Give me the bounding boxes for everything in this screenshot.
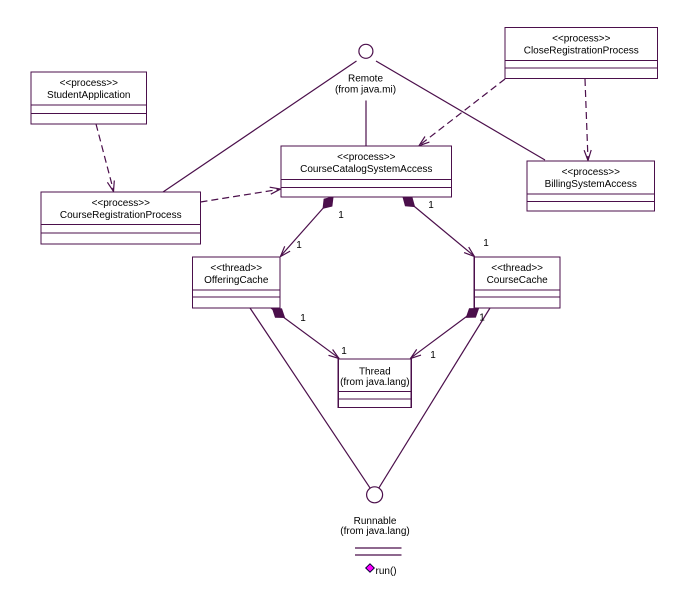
svg-text:(from java.lang): (from java.lang)	[340, 377, 409, 388]
svg-text:<<thread>>: <<thread>>	[491, 263, 543, 274]
svg-text:CourseRegistrationProcess: CourseRegistrationProcess	[60, 210, 182, 221]
svg-text:1: 1	[430, 350, 436, 361]
svg-text:Thread: Thread	[359, 367, 391, 378]
svg-text:StudentApplication: StudentApplication	[47, 90, 130, 101]
svg-text:<<process>>: <<process>>	[562, 167, 621, 178]
svg-text:1: 1	[296, 240, 302, 251]
svg-text:1: 1	[483, 238, 489, 249]
svg-text:<<thread>>: <<thread>>	[210, 263, 262, 274]
svg-text:(from java.lang): (from java.lang)	[340, 526, 409, 537]
svg-text:<<process>>: <<process>>	[337, 152, 396, 163]
svg-text:1: 1	[428, 200, 434, 211]
svg-text:<<process>>: <<process>>	[552, 34, 611, 45]
svg-text:Remote: Remote	[348, 74, 383, 85]
svg-text:<<process>>: <<process>>	[92, 198, 151, 209]
svg-text:BillingSystemAccess: BillingSystemAccess	[545, 179, 637, 190]
svg-text:Runnable: Runnable	[354, 516, 397, 527]
svg-text:run(): run()	[376, 566, 397, 577]
svg-text:CourseCatalogSystemAccess: CourseCatalogSystemAccess	[300, 164, 432, 175]
svg-text:CourseCache: CourseCache	[487, 275, 549, 286]
svg-text:<<process>>: <<process>>	[60, 78, 119, 89]
svg-text:1: 1	[300, 313, 306, 324]
svg-text:1: 1	[338, 210, 344, 221]
svg-text:CloseRegistrationProcess: CloseRegistrationProcess	[524, 46, 639, 57]
svg-text:OfferingCache: OfferingCache	[204, 275, 269, 286]
svg-text:(from java.mi): (from java.mi)	[335, 85, 396, 96]
svg-text:1: 1	[341, 346, 347, 357]
svg-text:1: 1	[479, 313, 485, 324]
